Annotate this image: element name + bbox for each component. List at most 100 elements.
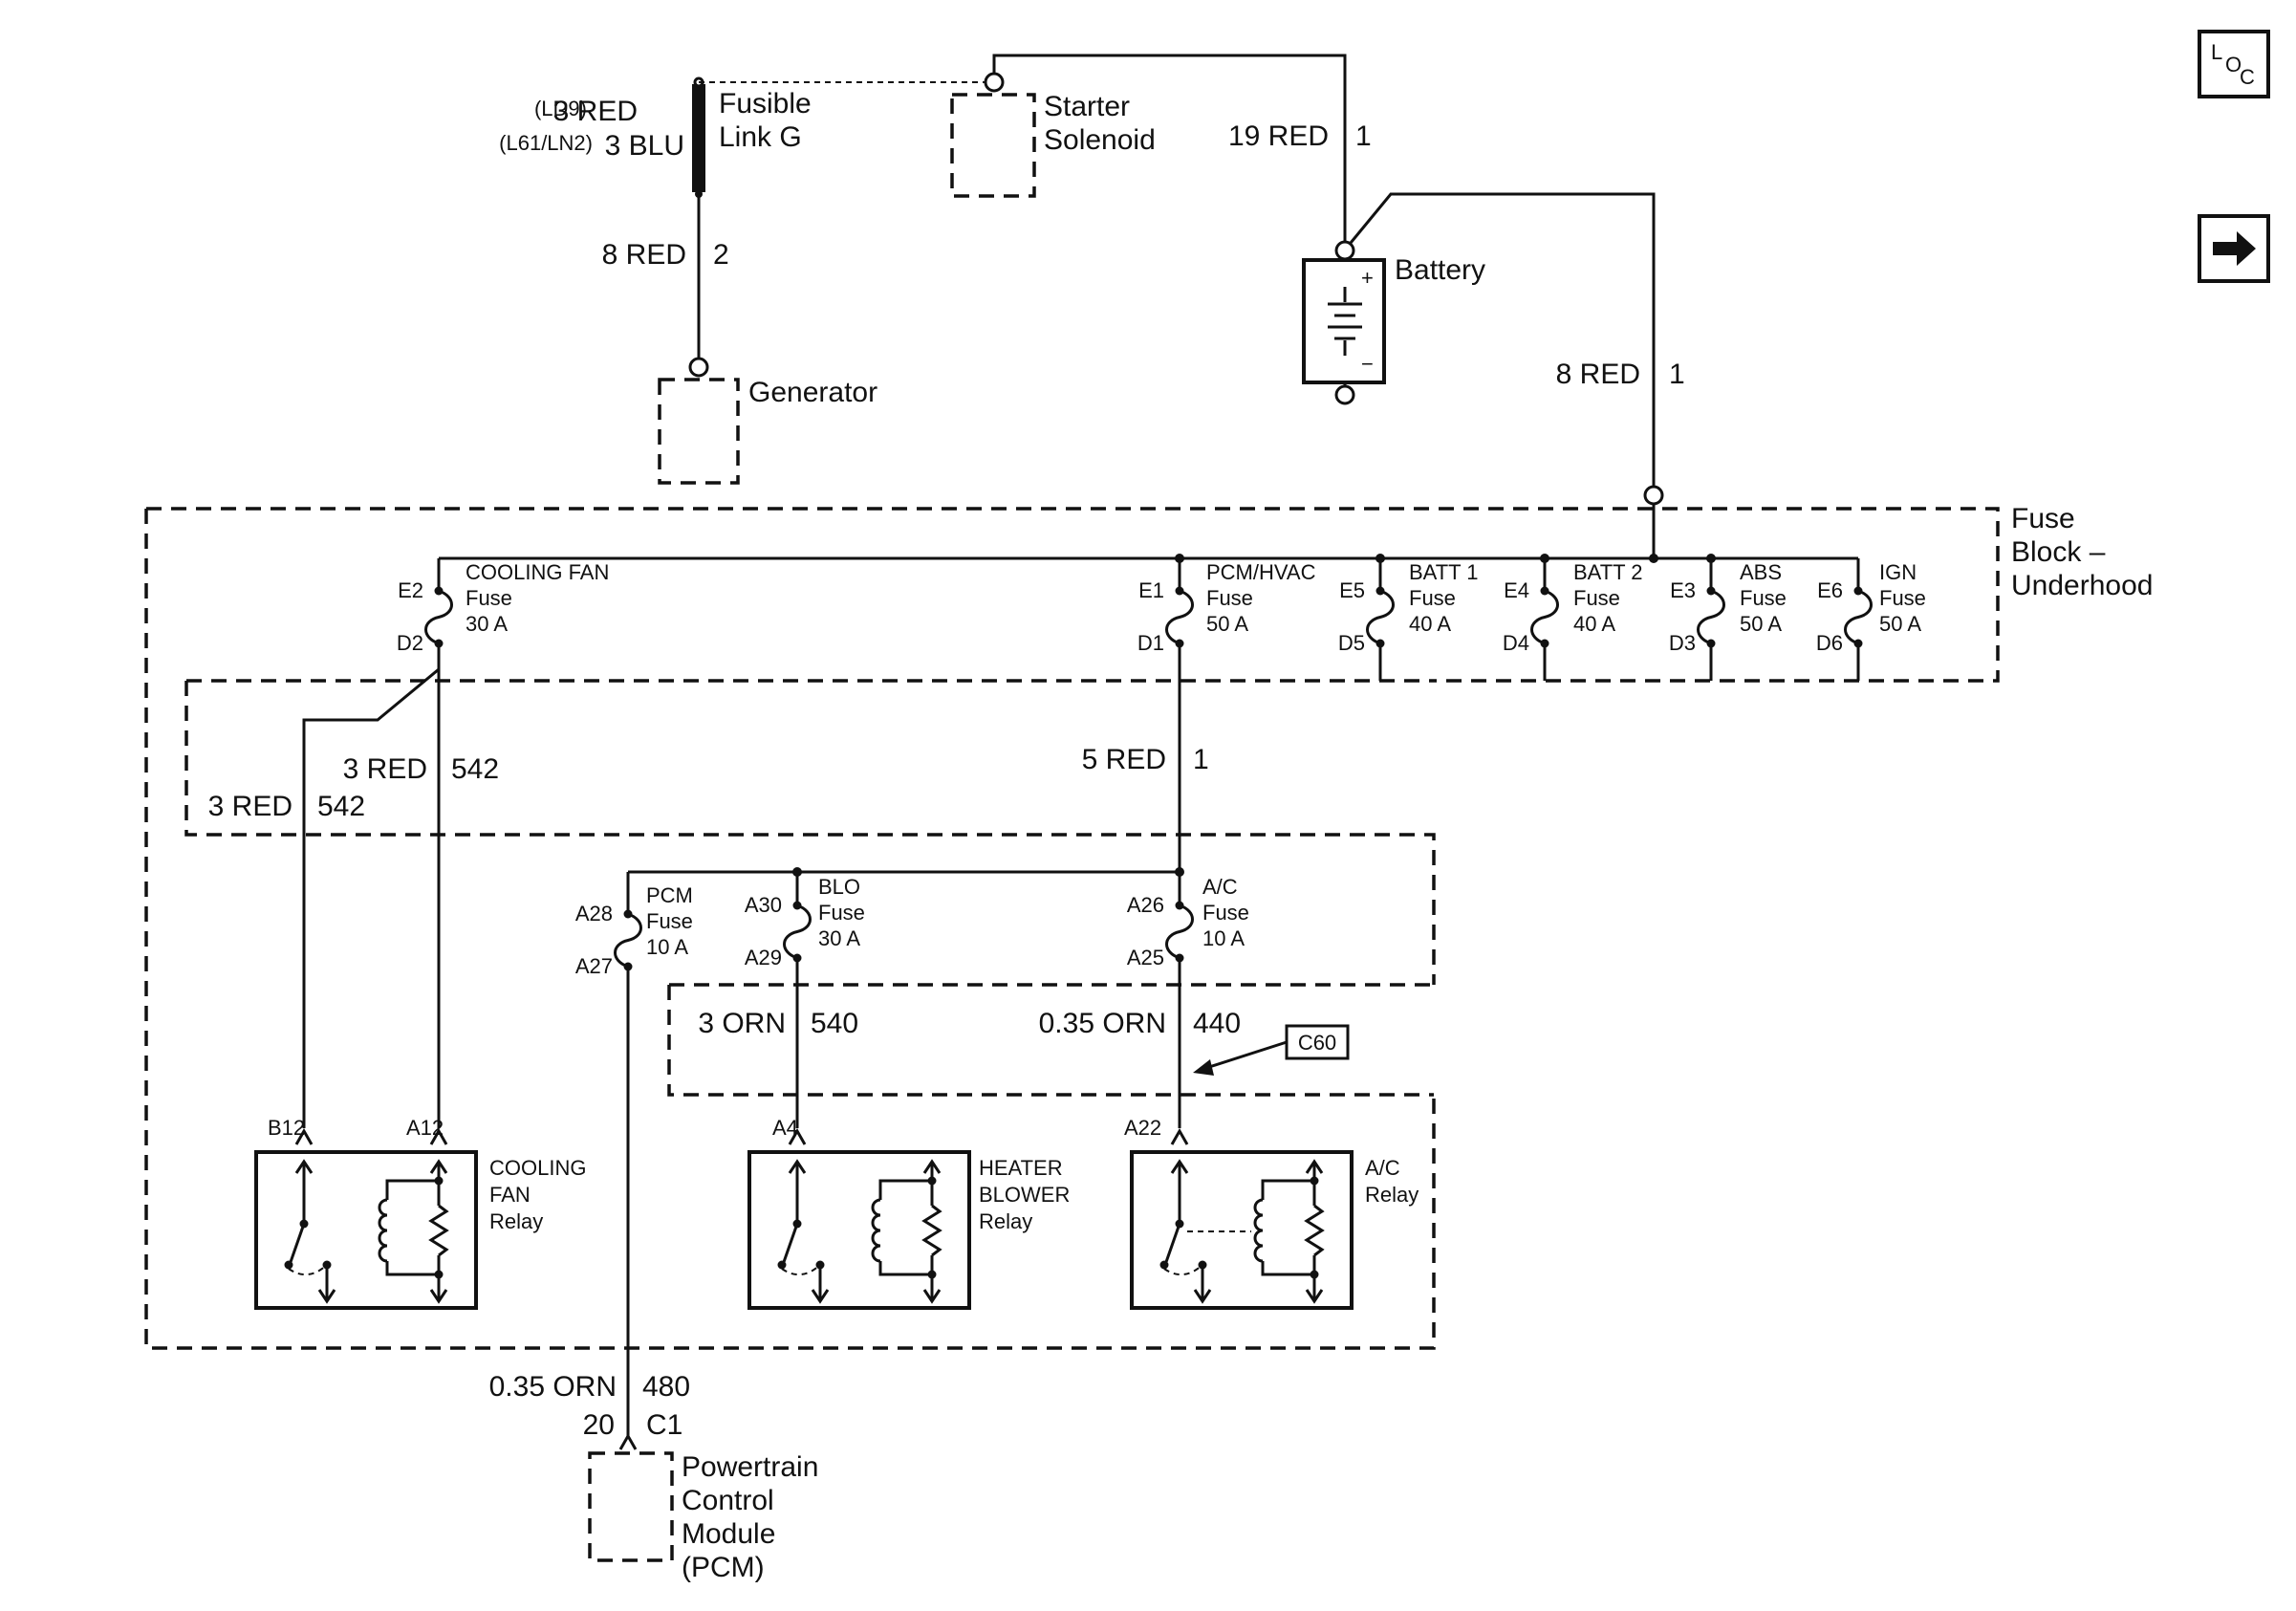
generator: 8 RED 2 Generator: [602, 194, 877, 485]
battery-circuit-top: 1: [1355, 120, 1372, 152]
fuse-type: Fuse: [1206, 586, 1253, 610]
loc-o: O: [2225, 53, 2242, 76]
fuse-bottom-pin: D6: [1816, 631, 1843, 655]
pcm-label-2: Control: [682, 1485, 774, 1516]
c60-label: C60: [1298, 1031, 1336, 1055]
fuse-block-label-3: Underhood: [2011, 570, 2153, 601]
battery-wire-top: 19 RED: [1228, 120, 1329, 152]
wire-cooling-a: [302, 643, 441, 1128]
pcm-wire-gauge: 0.35 ORN: [489, 1371, 617, 1403]
fuse-top-pin: E4: [1504, 578, 1529, 602]
fuse-rating: 50 A: [1879, 612, 1921, 636]
fusible-wire-a: 3 RED: [553, 96, 638, 127]
fuse-type: Fuse: [818, 901, 865, 925]
fuse-name: BLO: [818, 875, 860, 899]
wire-ac-circuit: 440: [1193, 1008, 1241, 1039]
relay-label-3: Relay: [979, 1209, 1032, 1233]
connector-c60-callout: C60: [1193, 1024, 1350, 1076]
fuse-type: Fuse: [1573, 586, 1620, 610]
fuse-type: Fuse: [1879, 586, 1926, 610]
fusible-circuit-bottom: 2: [713, 239, 729, 271]
loc-button[interactable]: L O C: [2198, 30, 2270, 98]
fuse-block-label-2: Block –: [2011, 536, 2106, 568]
fuse-type: Fuse: [646, 909, 693, 933]
starter-solenoid: Starter Solenoid 19 RED 1: [950, 54, 1372, 241]
pcm-pin: 20: [583, 1409, 615, 1441]
battery-plus: +: [1361, 266, 1374, 290]
relay-label-2: Relay: [1365, 1183, 1419, 1207]
relay-label-1: A/C: [1365, 1156, 1400, 1180]
fuse-name: IGN: [1879, 560, 1917, 584]
fuse-name: ABS: [1740, 560, 1782, 584]
wire-ac-gauge: 0.35 ORN: [1039, 1008, 1166, 1039]
relay-pin-a: A22: [1124, 1116, 1161, 1140]
battery-circuit-right: 1: [1669, 359, 1685, 390]
loc-c: C: [2240, 65, 2255, 89]
fuse-rating: 30 A: [818, 926, 860, 950]
fuse-bottom-pin: A29: [745, 946, 782, 969]
fuse-top-pin: A30: [745, 893, 782, 917]
relay-connectors: [294, 1127, 1189, 1145]
fuse-bottom-pin: D3: [1669, 631, 1696, 655]
fuse-top-pin: E1: [1138, 578, 1164, 602]
loc-l: L: [2211, 40, 2222, 64]
pcm-module: 0.35 ORN 480 20 C1 Powertrain Control Mo…: [489, 1371, 819, 1583]
fuse-rating: 10 A: [1202, 926, 1245, 950]
fuse-name: A/C: [1202, 875, 1238, 899]
fuse-rating: 30 A: [466, 612, 508, 636]
pcm-label-4: (PCM): [682, 1552, 765, 1583]
fusible-label-2: Link G: [719, 121, 802, 153]
fuse-type: Fuse: [1202, 901, 1249, 925]
fuse-bottom-pin: D5: [1338, 631, 1365, 655]
relay-label-2: FAN: [489, 1183, 531, 1207]
fuse-name: BATT 2: [1573, 560, 1643, 584]
wire-cooling-b-gauge: 3 RED: [343, 753, 427, 785]
fuse-rating: 50 A: [1206, 612, 1248, 636]
fuse-top-pin: A26: [1127, 893, 1164, 917]
next-button[interactable]: [2198, 214, 2270, 283]
wire-pcm-hvac-gauge: 5 RED: [1082, 744, 1166, 775]
relay-label-1: COOLING: [489, 1156, 586, 1180]
fuse-block-label-1: Fuse: [2011, 503, 2075, 534]
wire-cooling-b-circuit: 542: [451, 753, 499, 785]
fuse-type: Fuse: [1409, 586, 1456, 610]
fusible-label-1: Fusible: [719, 88, 812, 120]
fuse-rating: 10 A: [646, 935, 688, 959]
pcm-label-3: Module: [682, 1518, 775, 1550]
relay-pin-a: B12: [268, 1116, 305, 1140]
fusible-wire-b: 3 BLU: [605, 130, 684, 162]
relay-label-1: HEATER: [979, 1156, 1063, 1180]
generator-label: Generator: [748, 377, 877, 408]
fuse-bottom-pin: A25: [1127, 946, 1164, 969]
relay-pin-a: A4: [772, 1116, 798, 1140]
fuse-type: Fuse: [1740, 586, 1787, 610]
fuse-type: Fuse: [466, 586, 512, 610]
fuse-name: BATT 1: [1409, 560, 1479, 584]
right-arrow-icon: [2213, 231, 2256, 266]
wire-blower-gauge: 3 ORN: [698, 1008, 786, 1039]
battery-minus: −: [1361, 352, 1374, 376]
fuse-name: PCM/HVAC: [1206, 560, 1316, 584]
battery-wire-right: 8 RED: [1556, 359, 1640, 390]
fuse-block-outline: Fuse Block – Underhood: [144, 503, 2153, 1350]
starter-label-2: Solenoid: [1044, 124, 1156, 156]
pcm-label-1: Powertrain: [682, 1451, 818, 1483]
wire-blower-circuit: 540: [811, 1008, 858, 1039]
fuse-bottom-pin: D1: [1137, 631, 1164, 655]
fuse-name: COOLING FAN: [466, 560, 609, 584]
wire-pcm-hvac-circuit: 1: [1193, 744, 1209, 775]
fuse-top-pin: E3: [1670, 578, 1696, 602]
pcm-wire-circuit: 480: [642, 1371, 690, 1403]
battery-label: Battery: [1395, 254, 1485, 286]
fuse-top-pin: E2: [398, 578, 423, 602]
starter-label-1: Starter: [1044, 91, 1130, 122]
fuse-top-pin: A28: [575, 902, 613, 925]
battery: + − Battery 8 RED 1: [1302, 192, 1685, 506]
fuse-bottom-pin: A27: [575, 954, 613, 978]
